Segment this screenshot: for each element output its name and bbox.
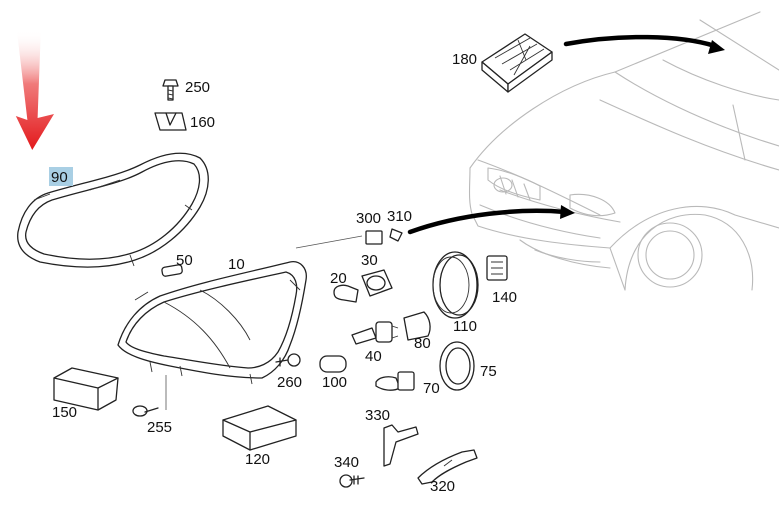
part-30-socket	[361, 269, 393, 297]
label-30[interactable]: 30	[361, 252, 378, 269]
part-90-highlight	[49, 167, 73, 186]
red-indicator-arrow	[15, 30, 55, 150]
part-300-310-connectors	[295, 228, 403, 249]
label-150[interactable]: 150	[52, 404, 77, 421]
label-90[interactable]: 90	[51, 169, 68, 186]
part-180-module	[481, 33, 553, 93]
part-50-bulb	[161, 264, 183, 277]
label-100[interactable]: 100	[322, 374, 347, 391]
label-255[interactable]: 255	[147, 419, 172, 436]
part-340-screw	[339, 474, 365, 488]
part-20-bulb	[333, 284, 359, 303]
pointer-arrows	[407, 34, 725, 235]
part-10-headlamp	[117, 261, 307, 385]
part-150-ballast	[53, 367, 119, 411]
part-255-screw	[132, 375, 167, 417]
label-330[interactable]: 330	[365, 407, 390, 424]
label-250[interactable]: 250	[185, 79, 210, 96]
part-80-cap	[403, 311, 431, 341]
label-20[interactable]: 20	[330, 270, 347, 287]
label-110[interactable]: 110	[453, 318, 477, 335]
label-10[interactable]: 10	[228, 256, 245, 273]
label-50[interactable]: 50	[176, 252, 193, 269]
part-260-screw	[275, 353, 301, 367]
part-90-gasket	[17, 152, 209, 268]
part-120-control-unit	[222, 405, 297, 451]
part-140-connector	[486, 255, 508, 281]
part-330-bracket	[383, 424, 419, 467]
part-75-seal	[439, 341, 475, 391]
label-70[interactable]: 70	[423, 380, 440, 397]
label-310[interactable]: 310	[387, 208, 412, 225]
part-70-bulb	[375, 371, 415, 391]
label-75[interactable]: 75	[480, 363, 497, 380]
label-120[interactable]: 120	[245, 451, 270, 468]
label-140[interactable]: 140	[492, 289, 517, 306]
label-80[interactable]: 80	[414, 335, 431, 352]
part-160-clip	[154, 112, 187, 131]
label-40[interactable]: 40	[365, 348, 382, 365]
part-40-bulb	[351, 321, 399, 345]
label-340[interactable]: 340	[334, 454, 359, 471]
car-outline	[468, 11, 779, 291]
part-110-cover-ring	[432, 251, 479, 319]
label-260[interactable]: 260	[277, 374, 302, 391]
label-320[interactable]: 320	[430, 478, 455, 495]
label-180[interactable]: 180	[452, 51, 477, 68]
label-300[interactable]: 300	[356, 210, 381, 227]
part-250-bolt	[162, 79, 179, 101]
part-100-cylinder	[319, 355, 347, 373]
label-160[interactable]: 160	[190, 114, 215, 131]
part-320-bracket	[417, 449, 478, 485]
